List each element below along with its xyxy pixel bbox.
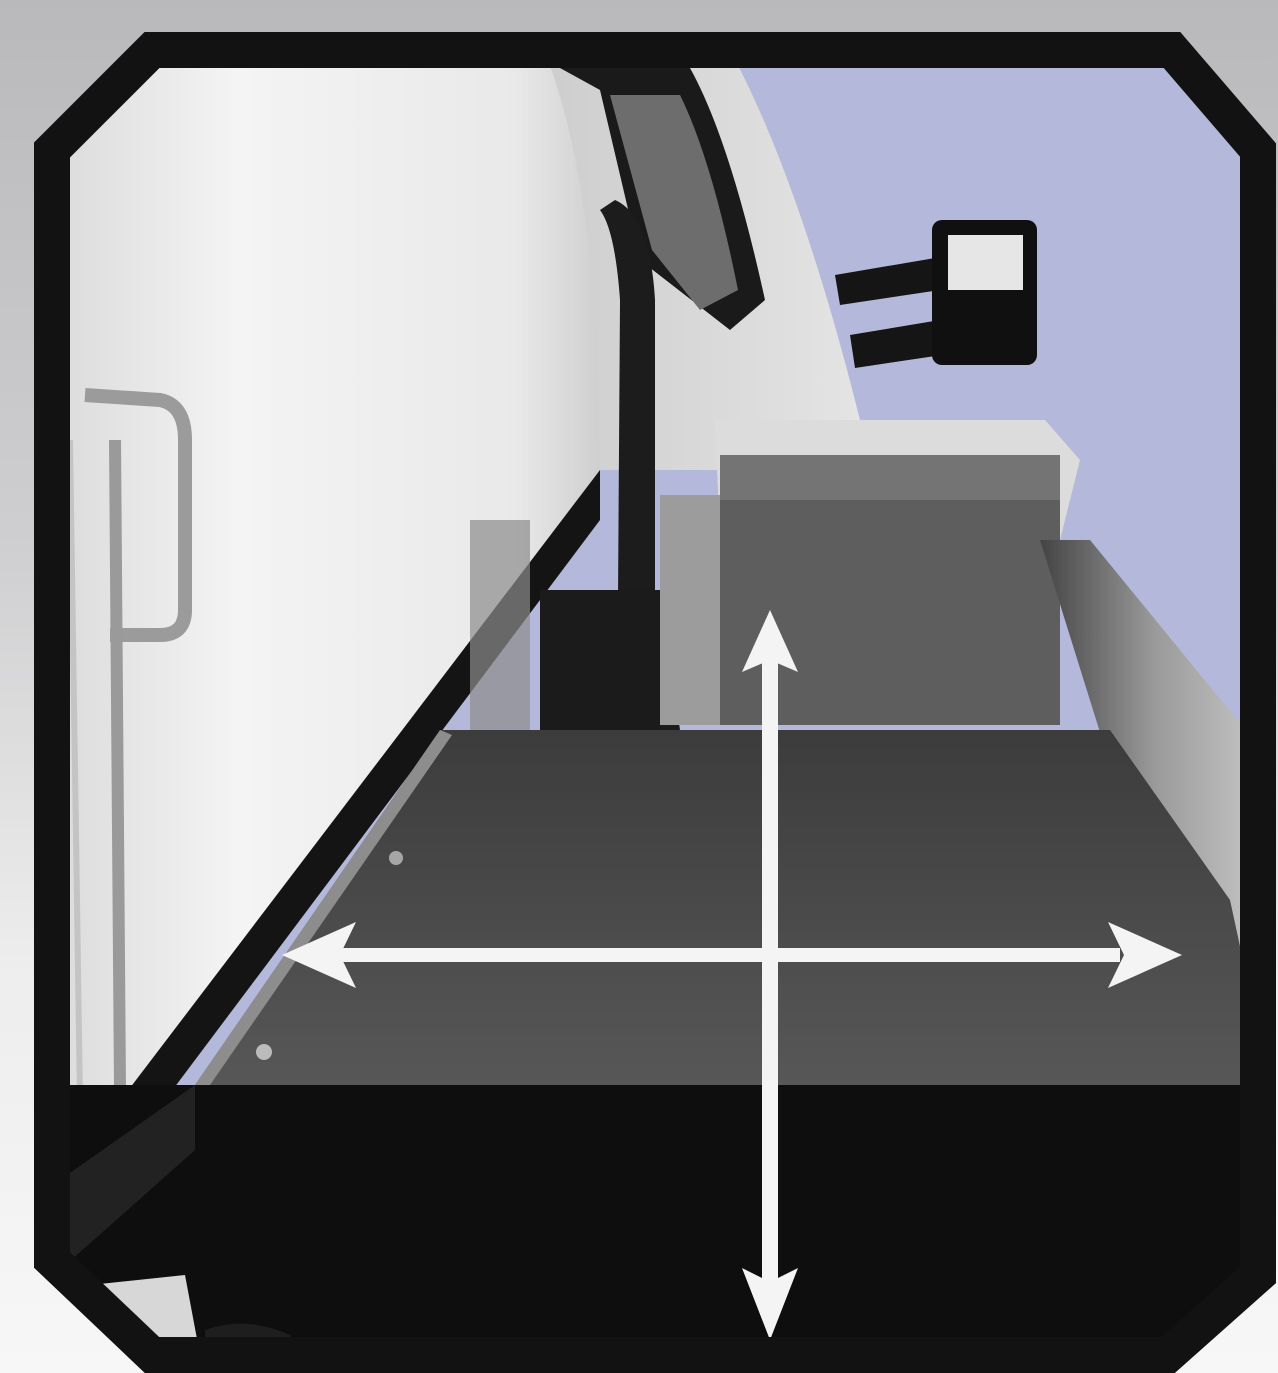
vertical-double-arrow xyxy=(742,610,798,1340)
platform-deck xyxy=(195,730,1258,1085)
photo-content xyxy=(52,50,1258,1355)
horizontal-double-arrow xyxy=(282,922,1182,988)
deck-front-face xyxy=(52,1085,1258,1355)
deck-edge-trim xyxy=(195,730,452,1085)
door-seam xyxy=(109,439,126,1091)
cab-window-glass xyxy=(610,95,738,310)
exhaust-hose xyxy=(600,200,655,600)
trailer-body xyxy=(52,50,600,1180)
octagon-frame xyxy=(34,32,1276,1373)
bolt xyxy=(389,851,403,865)
step-box-face xyxy=(720,455,1060,725)
fuel-tank-block xyxy=(540,590,680,730)
mirror-arm-lower xyxy=(850,320,942,368)
frame-bracket xyxy=(660,495,720,725)
mirror-glass xyxy=(948,235,1023,290)
trailer-lower-rail xyxy=(60,470,600,1240)
door-handle xyxy=(84,388,192,642)
bolt xyxy=(256,1044,272,1060)
mirror-arm-upper xyxy=(835,258,940,305)
